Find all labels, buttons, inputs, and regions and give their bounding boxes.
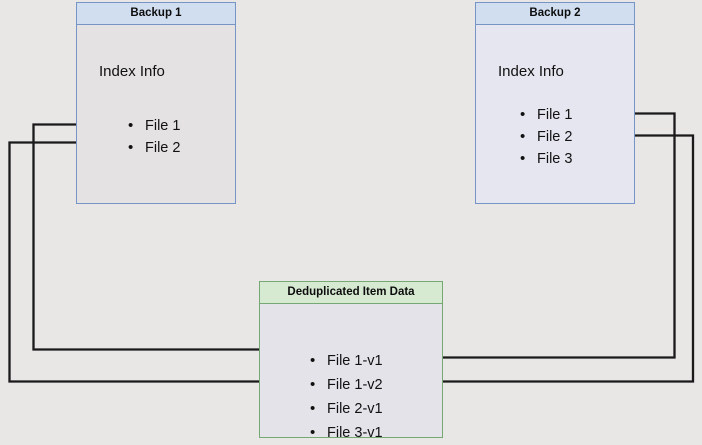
node-backup-2-body: Index Info File 1 File 2 File 3 — [476, 25, 634, 203]
list-item: File 1-v2 — [310, 373, 383, 397]
list-item: File 3-v1 — [310, 421, 383, 445]
list-item: File 2 — [520, 126, 572, 148]
list-item: File 1-v1 — [310, 349, 383, 373]
node-deduplicated-item-data[interactable]: Deduplicated Item Data File 1-v1 File 1-… — [259, 281, 443, 445]
list-item: File 1 — [128, 115, 180, 137]
node-deduplicated-item-data-title: Deduplicated Item Data — [260, 282, 442, 304]
list-item: File 2-v1 — [310, 397, 383, 421]
list-item: File 2 — [128, 137, 180, 159]
node-backup-1-body: Index Info File 1 File 2 — [77, 25, 235, 203]
node-backup-2-title: Backup 2 — [476, 3, 634, 25]
dedup-item-list: File 1-v1 File 1-v2 File 2-v1 File 3-v1 — [310, 349, 383, 445]
node-deduplicated-item-data-body: File 1-v1 File 1-v2 File 2-v1 File 3-v1 — [260, 304, 442, 445]
backup-1-index-info-label: Index Info — [99, 63, 165, 80]
backup-2-index-info-label: Index Info — [498, 63, 564, 80]
list-item: File 3 — [520, 148, 572, 170]
backup-2-file-list: File 1 File 2 File 3 — [520, 104, 572, 170]
node-backup-1-title: Backup 1 — [77, 3, 235, 25]
list-item: File 1 — [520, 104, 572, 126]
backup-1-file-list: File 1 File 2 — [128, 115, 180, 159]
node-backup-1[interactable]: Backup 1 Index Info File 1 File 2 — [76, 2, 236, 204]
node-backup-2[interactable]: Backup 2 Index Info File 1 File 2 File 3 — [475, 2, 635, 204]
